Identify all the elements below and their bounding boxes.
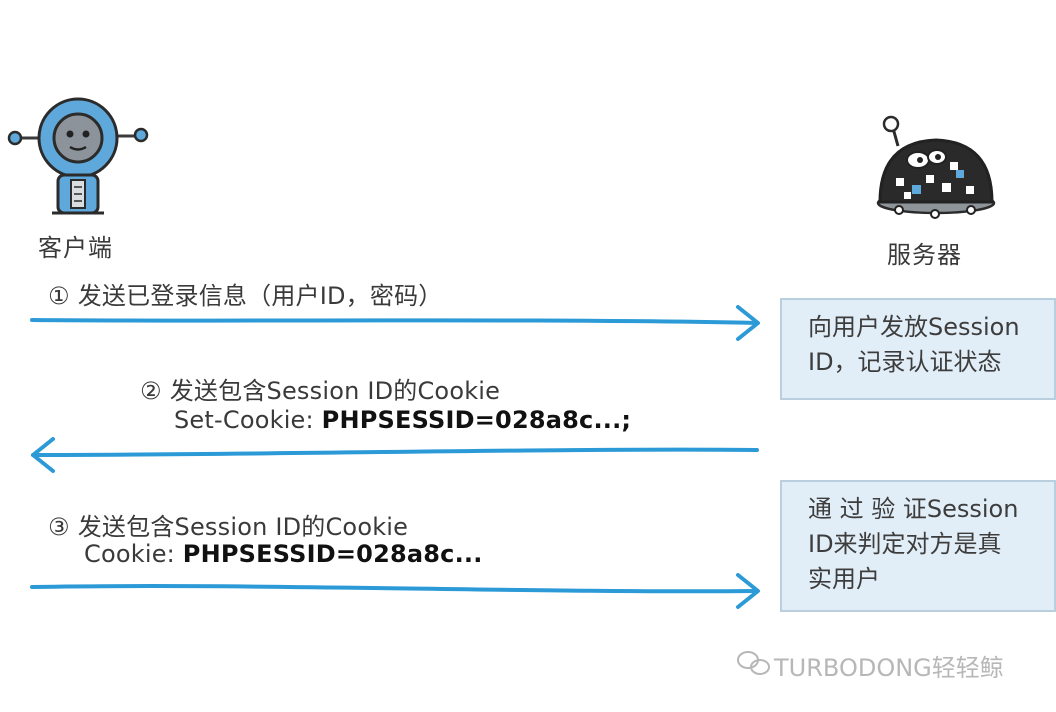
arrow-step2: [31, 437, 759, 473]
server-note-2-line-2: ID来判定对方是真: [808, 530, 1002, 558]
server-robot-icon: [876, 115, 996, 219]
server-note-1-line-1: 向用户发放Session: [808, 313, 1020, 341]
client-label: 客户端: [38, 234, 113, 262]
step3-cookie: Cookie: PHPSESSID=028a8c...: [84, 540, 483, 568]
server-note-2: 通 过 验 证Session ID来判定对方是真 实用户: [780, 480, 1056, 612]
wechat-icon: [737, 651, 770, 675]
step3-cookie-value: PHPSESSID=028a8c...: [182, 540, 483, 568]
step1-number: ①: [48, 282, 70, 310]
step2-cookie-value: PHPSESSID=028a8c...;: [321, 406, 632, 434]
watermark: TURBODONG轻轻鲸: [732, 648, 1004, 683]
step1-text: 发送已登录信息（用户ID，密码）: [77, 282, 443, 310]
step3-text: 发送包含Session ID的Cookie: [77, 513, 409, 541]
step3-cookie-prefix: Cookie:: [84, 540, 183, 568]
server-label: 服务器: [887, 241, 962, 269]
server-note-2-line-3: 实用户: [808, 565, 880, 593]
server-note-2-line-1: 通 过 验 证Session: [808, 495, 1019, 523]
step2-number: ②: [140, 377, 162, 405]
arrow-step1: [30, 305, 760, 341]
step2-text: 发送包含Session ID的Cookie: [169, 377, 501, 405]
server-note-1-line-2: ID，记录认证状态: [808, 348, 1002, 376]
server-note-1: 向用户发放Session ID，记录认证状态: [780, 298, 1056, 400]
step2-cookie: Set-Cookie: PHPSESSID=028a8c...;: [174, 406, 631, 434]
step2-cookie-prefix: Set-Cookie:: [174, 406, 322, 434]
client-robot-icon: [7, 97, 149, 215]
arrow-step3: [30, 573, 760, 609]
step3-number: ③: [48, 513, 70, 541]
watermark-text: TURBODONG轻轻鲸: [774, 654, 1004, 682]
